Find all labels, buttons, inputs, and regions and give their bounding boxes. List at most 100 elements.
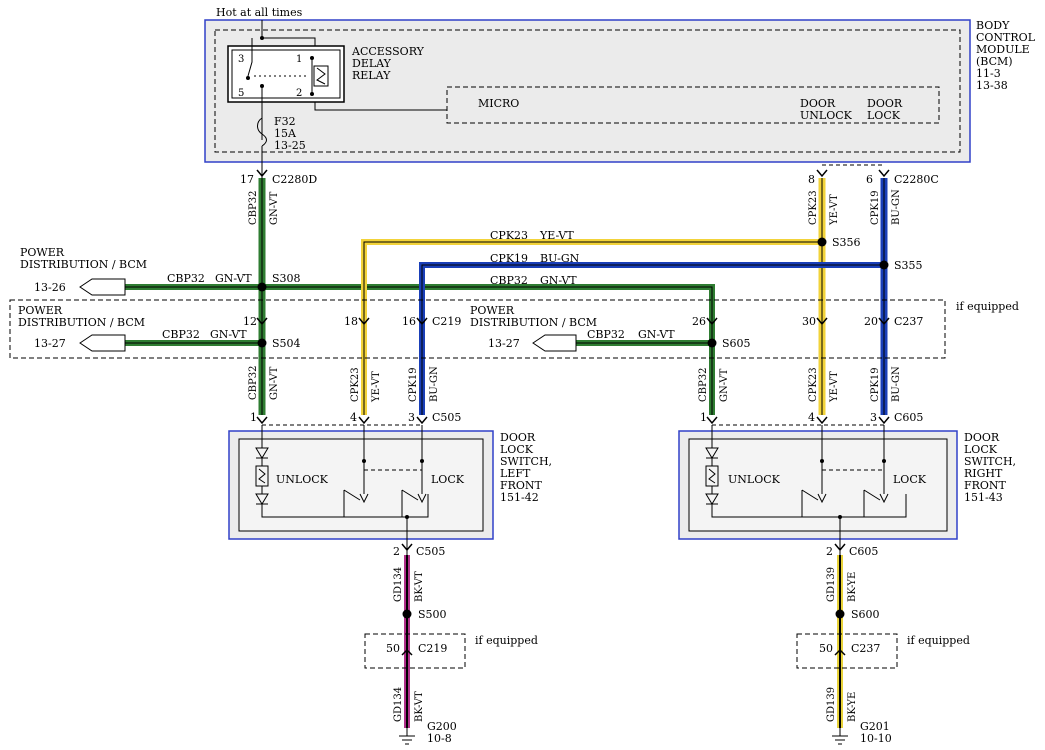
- label-cpk19-h: CPK19: [490, 252, 528, 265]
- connector-c219-ground: C219: [418, 642, 447, 655]
- relay-name-2: DELAY: [352, 57, 392, 70]
- ground-g201: G201 10-10: [832, 720, 892, 745]
- connector-c505-ground: C505: [416, 545, 445, 558]
- switch-left-6: 151-42: [500, 491, 539, 504]
- power-distribution-1326: POWER DISTRIBUTION / BCM 13-26: [20, 246, 147, 296]
- pin-2-right: 2: [826, 545, 833, 558]
- hot-at-all-times-label: Hot at all times: [216, 6, 303, 19]
- power-dist-label-5: POWER: [470, 304, 515, 317]
- vlabel-cpk23-2: CPK23: [808, 190, 819, 225]
- splice-s355: S355: [894, 259, 923, 272]
- vlabel-cpk23-3: CPK23: [808, 367, 819, 402]
- if-equipped-c237: if equipped: [796, 633, 970, 669]
- vlabel-bkvt-2: BK-VT: [414, 691, 425, 722]
- label-cbp32-a: CBP32: [167, 272, 205, 285]
- switch-right-6: 151-43: [964, 491, 1003, 504]
- vlabel-cpk19-3: CPK19: [870, 367, 881, 402]
- fuse-rating: 15A: [274, 127, 297, 140]
- label-gnvt-c: GN-VT: [638, 328, 675, 341]
- ground-g201-ref: 10-10: [860, 732, 892, 745]
- splice-s356: S356: [832, 236, 861, 249]
- switch-right-2: LOCK: [964, 443, 998, 456]
- vlabel-bugn-1: BU-GN: [429, 366, 440, 402]
- connector-labels: 17 C2280D 8 6 C2280C 12 18 16 C219 26 30…: [240, 173, 939, 655]
- pin-20: 20: [864, 315, 878, 328]
- pin-1-left: 1: [250, 411, 257, 424]
- wires: [125, 178, 888, 728]
- pin-3-right: 3: [870, 411, 877, 424]
- if-equipped-c219: if equipped: [364, 633, 538, 669]
- label-cpk23-h: CPK23: [490, 229, 528, 242]
- pin-17: 17: [240, 173, 254, 186]
- pin-30: 30: [802, 315, 816, 328]
- wire-labels: CBP32 GN-VT CBP32 GN-VT CBP32 GN-VT CPK2…: [162, 189, 902, 722]
- connector-c605-ground: C605: [849, 545, 878, 558]
- bcm-title-2: CONTROL: [976, 31, 1036, 44]
- vlabel-yevt-2: YE-VT: [829, 194, 840, 226]
- bcm-title-4: (BCM): [976, 55, 1013, 68]
- vlabel-gd139-2: GD139: [826, 687, 837, 722]
- vlabel-cbp32-3: CBP32: [698, 368, 709, 402]
- unlock-label-right: UNLOCK: [728, 473, 781, 486]
- bcm-title-1: BODY: [976, 19, 1010, 32]
- ground-g200-ref: 10-8: [427, 732, 452, 745]
- vlabel-bugn-3: BU-GN: [891, 366, 902, 402]
- pin-4-left: 4: [350, 411, 357, 424]
- switch-left-4: LEFT: [500, 467, 531, 480]
- label-bugn-h: BU-GN: [540, 252, 580, 265]
- vlabel-cpk19-1: CPK19: [408, 367, 419, 402]
- connector-c2280c: C2280C: [894, 173, 939, 186]
- fuse-ref: 13-25: [274, 139, 306, 152]
- ground-g200-label: G200: [427, 720, 457, 733]
- switch-right-3: SWITCH,: [964, 455, 1016, 468]
- if-equipped-label: if equipped: [956, 300, 1019, 313]
- micro-label: MICRO: [478, 97, 519, 110]
- label-yevt-h: YE-VT: [539, 229, 574, 242]
- vlabel-bkye-1: BK-YE: [847, 572, 858, 602]
- ref-13-27-left: 13-27: [34, 337, 66, 350]
- door-lock-switch-right: UNLOCK LOCK DOOR LOCK SWITCH, RIGHT FRON…: [678, 425, 1016, 555]
- power-dist-label-1: POWER: [20, 246, 65, 259]
- vlabel-cbp32-1: CBP32: [248, 191, 259, 225]
- if-equipped-c219-label: if equipped: [475, 634, 538, 647]
- vlabel-cpk23-1: CPK23: [350, 367, 361, 402]
- label-cbp32-b: CBP32: [162, 328, 200, 341]
- pin-18: 18: [344, 315, 358, 328]
- bcm-ref-1: 11-3: [976, 67, 1001, 80]
- wire-cbp32-horizontal: [262, 284, 715, 415]
- pin-3-left: 3: [408, 411, 415, 424]
- power-dist-label-3: POWER: [18, 304, 63, 317]
- switch-left-1: DOOR: [500, 431, 536, 444]
- if-equipped-c237-label: if equipped: [907, 634, 970, 647]
- pin-4-right: 4: [808, 411, 815, 424]
- wire-cpk23: [361, 178, 826, 415]
- switch-right-1: DOOR: [964, 431, 1000, 444]
- pin-50-left: 50: [386, 642, 400, 655]
- bcm-title-3: MODULE: [976, 43, 1030, 56]
- splice-s504: S504: [272, 337, 301, 350]
- relay-pin-3: 3: [238, 54, 244, 65]
- relay-name-1: ACCESSORY: [351, 45, 425, 58]
- splice-s308: S308: [272, 272, 301, 285]
- vlabel-gnvt-2: GN-VT: [269, 366, 280, 400]
- pin-1-right: 1: [700, 411, 707, 424]
- door-lock-switch-left: UNLOCK LOCK DOOR LOCK SWITCH, LEFT FRONT…: [228, 425, 552, 555]
- fuse-name: F32: [274, 115, 296, 128]
- switch-left-5: FRONT: [500, 479, 543, 492]
- splice-s600: S600: [851, 608, 880, 621]
- vlabel-gnvt-1: GN-VT: [269, 191, 280, 225]
- relay-pin-2: 2: [296, 88, 302, 99]
- vlabel-gd139-1: GD139: [826, 567, 837, 602]
- ref-13-26: 13-26: [34, 281, 66, 294]
- splice-s500: S500: [418, 608, 447, 621]
- pin-16: 16: [402, 315, 416, 328]
- pin-2-left: 2: [393, 545, 400, 558]
- lock-label-right: LOCK: [893, 473, 927, 486]
- dashed-links: [262, 164, 884, 426]
- relay-pin-1: 1: [296, 54, 302, 65]
- ground-g201-label: G201: [860, 720, 890, 733]
- switch-left-3: SWITCH,: [500, 455, 552, 468]
- splice-s605: S605: [722, 337, 751, 350]
- vlabel-yevt-3: YE-VT: [829, 371, 840, 403]
